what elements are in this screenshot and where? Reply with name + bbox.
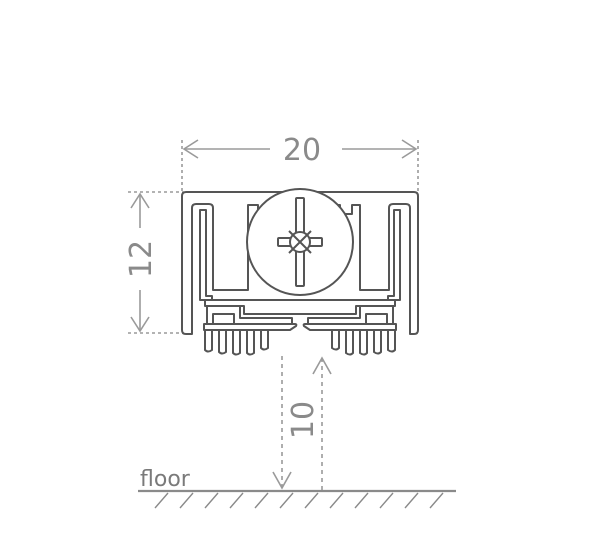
fin-base-left: [203, 323, 298, 331]
gap-dimension: [272, 356, 332, 490]
width-dimension-label: 20: [283, 133, 321, 168]
gap-arrowhead-up: [312, 356, 332, 375]
height-dimension: [128, 191, 184, 334]
fin-right-3: [359, 329, 368, 356]
screw-cross-icon: [288, 230, 312, 254]
floor-label: floor: [140, 467, 191, 492]
width-arrowhead-right: [401, 139, 418, 159]
seal-profile: [181, 191, 419, 335]
width-dimension: [181, 139, 419, 192]
height-dimension-label: 12: [124, 240, 159, 278]
fin-left-5: [260, 329, 269, 351]
fin-base-right: [302, 323, 397, 331]
height-arrowhead-top: [130, 192, 150, 209]
fin-right-2: [345, 329, 354, 356]
housing-outer: [181, 191, 419, 335]
fin-left-2: [218, 329, 227, 355]
width-arrowhead-left: [182, 139, 199, 159]
fin-left-4: [246, 329, 255, 356]
fin-right-5: [387, 329, 396, 353]
fin-right-4: [373, 329, 382, 355]
fin-right-1: [331, 329, 340, 351]
adjustment-knob: [246, 188, 354, 296]
gap-arrowhead-down: [272, 471, 292, 490]
housing-inner-left: [199, 209, 213, 301]
fin-left-3: [232, 329, 241, 356]
floor-hatching: [154, 492, 444, 509]
brush-fins: [204, 329, 396, 356]
height-arrowhead-bottom: [130, 316, 150, 333]
fin-left-1: [204, 329, 213, 353]
gap-dimension-label: 10: [286, 401, 321, 439]
